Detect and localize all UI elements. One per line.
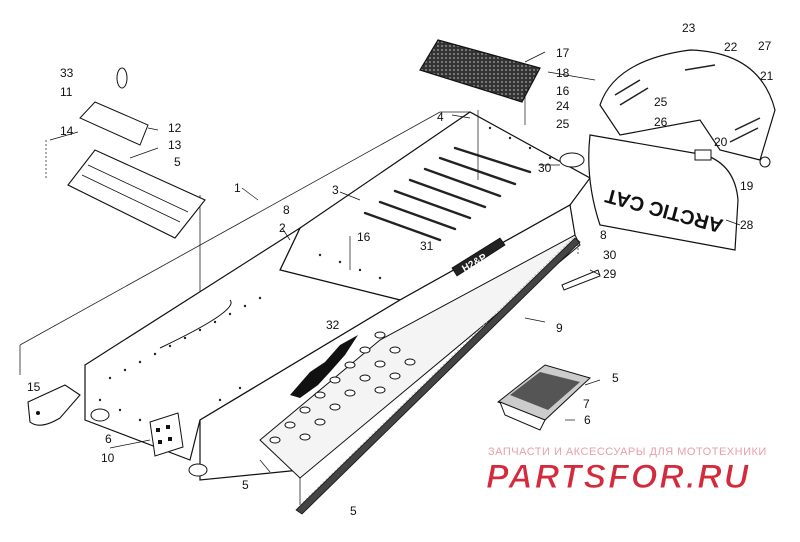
tunnel-hole-left [90,408,110,422]
label-12: 12 [168,121,182,135]
label-10: 10 [101,451,115,465]
watermark-tagline: ЗАПЧАСТИ И АКСЕССУАРЫ ДЛЯ МОТОТЕХНИКИ [488,446,767,458]
label-9: 9 [556,321,563,335]
label-24: 24 [556,99,570,113]
label-7: 7 [583,397,590,411]
heat-shield-parts [67,67,206,239]
label-5d: 5 [350,504,357,518]
label-8b: 8 [600,228,607,242]
snow-flap [588,134,739,251]
label-6a: 6 [105,432,112,446]
label-31: 31 [420,239,434,253]
label-21: 21 [760,69,774,83]
label-18: 18 [556,66,570,80]
label-11: 11 [60,85,73,99]
label-30b: 30 [603,248,617,262]
label-27: 27 [758,39,772,53]
watermark-logo: PARTSFOR.RU [486,458,750,494]
label-5c: 5 [242,478,249,492]
label-30a: 30 [538,161,552,175]
label-2: 2 [279,221,286,235]
rivets [98,126,552,422]
label-14: 14 [60,124,74,138]
label-5b: 5 [612,371,619,385]
grip-pad [419,39,541,103]
tail-mount-30 [559,152,585,168]
label-3: 3 [332,183,339,197]
label-23: 23 [682,21,696,35]
deflector-12 [79,101,149,146]
label-33: 33 [60,66,74,80]
label-16a: 16 [556,84,570,98]
trim-strip [295,235,581,515]
label-1: 1 [234,181,241,195]
label-32: 32 [326,318,340,332]
tunnel-ribs [363,146,532,242]
bracket-7 [496,364,591,431]
label-13: 13 [168,138,182,152]
running-board-holes [269,331,416,444]
rear-bumper-assembly: ARCTIC CAT [559,49,776,251]
label-29: 29 [603,267,617,281]
label-25b: 25 [556,117,570,131]
label-8a: 8 [283,203,290,217]
label-22: 22 [724,40,738,54]
label-16b: 16 [357,230,371,244]
clip-33 [116,67,128,89]
tunnel-curve-line [159,299,232,349]
bracket-20 [694,149,712,161]
callout-lines [49,51,741,473]
label-28: 28 [740,218,754,232]
plate-13 [67,149,206,239]
label-19: 19 [740,179,754,193]
cutaway-reveal [290,335,358,398]
bolt-19 [759,156,771,168]
label-25a: 25 [654,95,668,109]
watermark-brand: PARTSFOR.RU [486,458,750,494]
end-cap-15 [27,384,81,426]
label-20: 20 [714,135,728,149]
label-15: 15 [27,380,41,394]
rear-bumper [599,49,776,161]
plate-10 [149,412,184,457]
strip-29 [561,269,601,291]
label-5a: 5 [174,155,181,169]
label-26: 26 [654,115,668,129]
label-4: 4 [437,110,444,124]
tunnel-assembly [84,111,591,481]
tunnel-hole-right [188,463,208,477]
label-17: 17 [556,46,570,60]
label-6b: 6 [584,413,591,427]
